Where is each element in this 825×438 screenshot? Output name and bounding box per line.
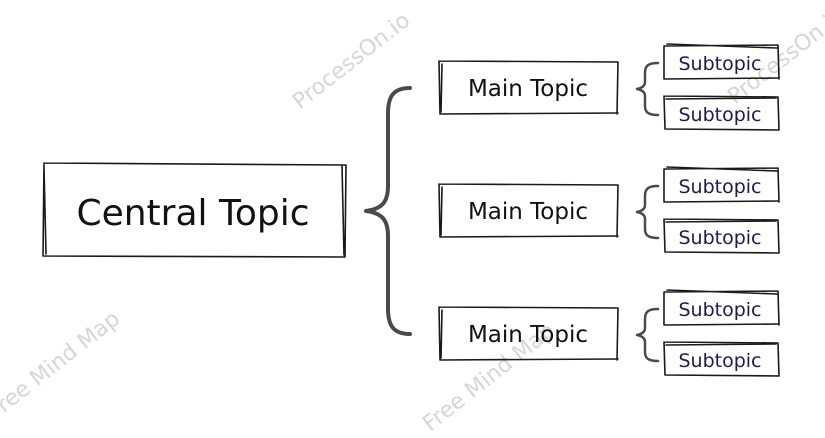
subtopic-node-2-2[interactable]: Subtopic <box>663 218 780 254</box>
central-topic-label: Central Topic <box>76 193 309 234</box>
subtopic-node-1-2[interactable]: Subtopic <box>663 95 780 131</box>
subtopic-label-3-1: Subtopic <box>678 299 761 321</box>
subtopic-label-2-1: Subtopic <box>678 176 761 198</box>
subtopic-box-3-1 <box>663 289 780 326</box>
main-topic-label-1: Main Topic <box>468 76 588 102</box>
main-brace <box>364 86 412 336</box>
subtopic-node-1-1[interactable]: Subtopic <box>663 43 780 80</box>
subtopic-box-1-2 <box>663 95 780 131</box>
sub-brace-3 <box>635 307 660 363</box>
central-topic-node[interactable]: Central Topic <box>42 162 347 258</box>
watermark-processon-1: ProcessOn.io <box>288 8 415 115</box>
subtopic-box-3-2 <box>663 341 780 377</box>
watermark-free-mind-map-1: Free Mind Map <box>0 306 125 424</box>
subtopic-box-2-2 <box>663 218 780 254</box>
subtopic-box-1-1 <box>663 43 780 80</box>
main-topic-box-1 <box>438 60 619 115</box>
main-topic-label-3: Main Topic <box>468 322 588 348</box>
sub-brace-2 <box>635 184 660 240</box>
sub-brace-1 <box>635 61 660 117</box>
main-topic-node-2[interactable]: Main Topic <box>438 183 619 238</box>
subtopic-label-3-2: Subtopic <box>678 350 761 372</box>
subtopic-node-3-1[interactable]: Subtopic <box>663 289 780 326</box>
subtopic-label-2-2: Subtopic <box>678 227 761 249</box>
main-topic-label-2: Main Topic <box>468 199 588 225</box>
subtopic-node-3-2[interactable]: Subtopic <box>663 341 780 377</box>
subtopic-label-1-1: Subtopic <box>678 53 761 75</box>
central-topic-box <box>42 162 347 258</box>
main-topic-box-2 <box>438 183 619 238</box>
subtopic-node-2-1[interactable]: Subtopic <box>663 166 780 203</box>
main-topic-node-3[interactable]: Main Topic <box>438 306 619 361</box>
subtopic-box-2-1 <box>663 166 780 203</box>
main-topic-node-1[interactable]: Main Topic <box>438 60 619 115</box>
subtopic-label-1-2: Subtopic <box>678 104 761 126</box>
main-topic-box-3 <box>438 306 619 361</box>
